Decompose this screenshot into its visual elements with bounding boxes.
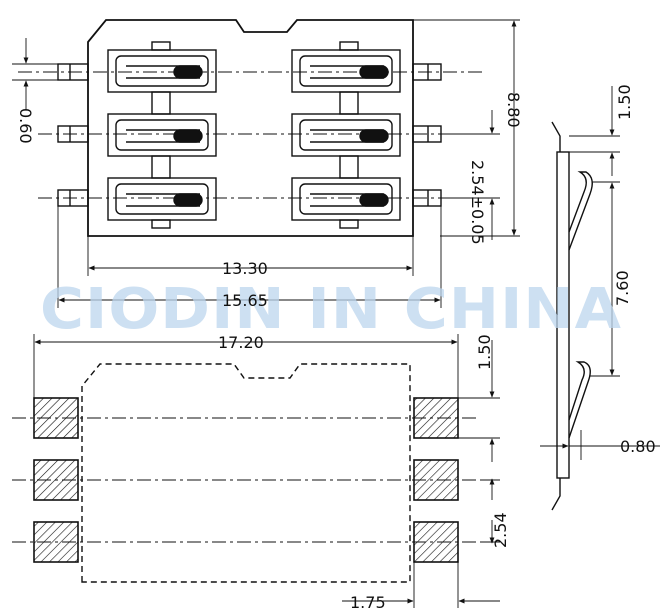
- contact-right-row-2: [291, 113, 401, 157]
- side-top-lead: [551, 121, 561, 152]
- footprint-view: [12, 363, 480, 583]
- watermark-text: CIODIN IN CHINA: [40, 277, 622, 342]
- top-view-dimensions: [12, 19, 520, 308]
- side-view: [551, 121, 593, 511]
- right-pins: [412, 63, 442, 207]
- dim-15-65: 15.65: [222, 291, 268, 310]
- dim-13-30: 13.30: [222, 259, 268, 278]
- dim-1-75: 1.75: [350, 593, 386, 612]
- dim-1-50-footprint: 1.50: [475, 334, 494, 370]
- dim-0-60: 0.60: [16, 108, 35, 144]
- left-pins: [57, 63, 89, 207]
- contact-left-row-3: [107, 177, 217, 221]
- footprint-outline: [81, 363, 411, 583]
- dim-7-60: 7.60: [613, 270, 632, 306]
- dim-2-54-tolerance: 2.54±0.05: [468, 160, 487, 245]
- footprint-centerlines: [12, 417, 480, 543]
- contact-left-row-1: [107, 49, 217, 93]
- dim-0-80: 0.80: [620, 437, 656, 456]
- top-view: [18, 19, 485, 237]
- footprint-dimensions: [33, 334, 500, 608]
- side-body: [556, 151, 570, 479]
- contact-left-row-2: [107, 113, 217, 157]
- dim-2-54-footprint: 2.54: [491, 512, 510, 548]
- side-spring-lower: [568, 361, 591, 439]
- top-centerlines: [18, 71, 485, 199]
- dim-8-80: 8.80: [504, 92, 523, 128]
- dim-1-50-side: 1.50: [615, 84, 634, 120]
- contact-right-row-1: [291, 49, 401, 93]
- side-bottom-lead: [551, 478, 561, 511]
- dim-17-20: 17.20: [218, 333, 264, 352]
- body-tabs: [151, 41, 359, 229]
- side-spring-upper: [568, 171, 593, 251]
- contact-right-row-3: [291, 177, 401, 221]
- side-view-dimensions: [540, 86, 660, 460]
